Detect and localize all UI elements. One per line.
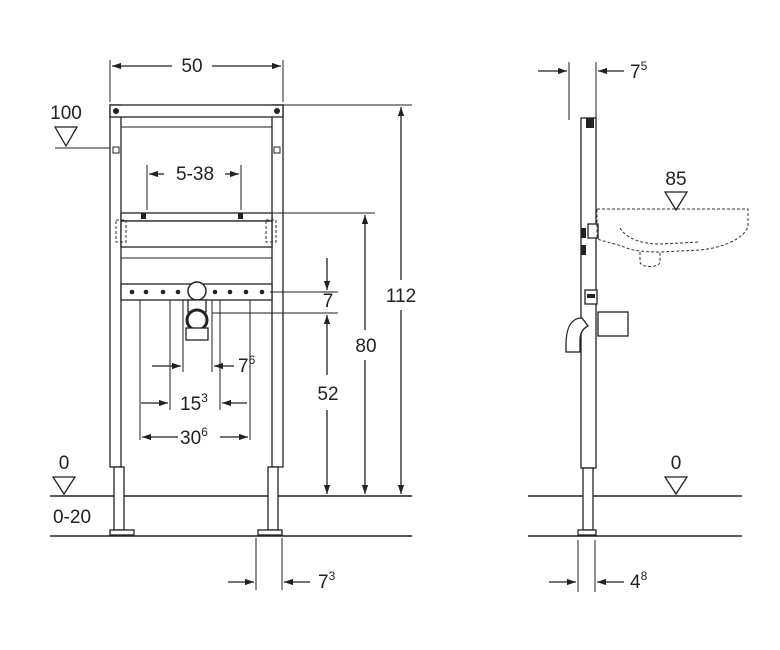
top-left-bolt [113, 108, 119, 114]
side-level-0-triangle [663, 476, 689, 496]
dim-foot-73: 73 [318, 569, 336, 593]
level-100-triangle [53, 126, 79, 148]
left-foot [113, 466, 125, 531]
dim-height-52: 52 [317, 384, 338, 405]
dim-spacing-153: 153 [180, 391, 208, 415]
front-level-0-label: 0 [59, 453, 70, 474]
left-bracket-slot [115, 219, 127, 243]
bracket-stud-left [141, 213, 146, 219]
basin-bowl [619, 227, 701, 245]
waste-connection-ring [187, 281, 207, 301]
front-level-0-triangle [51, 476, 77, 496]
top-rail [109, 104, 284, 118]
basin-bracket-plate [120, 220, 273, 248]
level-100-label: 100 [50, 103, 82, 124]
side-level-0-label: 0 [671, 453, 682, 474]
right-bracket-slot [265, 219, 277, 243]
level-85-label: 85 [665, 169, 686, 190]
left-post [109, 104, 122, 468]
dim-spacing-76: 76 [238, 353, 256, 377]
side-bracket-mid [587, 223, 599, 239]
dim-spacing-306: 306 [180, 425, 208, 449]
left-foot-plate [109, 529, 135, 536]
right-foot-plate [257, 529, 283, 536]
side-foot [582, 467, 594, 531]
dim-gap-7: 7 [323, 291, 334, 312]
right-foot [267, 466, 279, 531]
dim-width-50: 50 [181, 56, 202, 77]
basin-outline [596, 208, 749, 253]
basin-drain [639, 252, 661, 267]
dim-depth-75: 75 [630, 59, 648, 83]
siphon-trap [565, 317, 589, 353]
dim-height-80: 80 [355, 336, 376, 357]
waste-outlet [185, 308, 209, 332]
top-right-bolt [274, 108, 280, 114]
left-anchor-mark [112, 146, 120, 154]
waste-pipe-side [597, 311, 629, 337]
side-view: 75 85 0 48 [528, 59, 749, 593]
side-foot-plate [577, 529, 597, 536]
right-anchor-mark [273, 146, 281, 154]
front-view: 50 5-38 100 112 80 7 52 76 153 [50, 56, 416, 593]
side-bracket-lower [581, 245, 586, 255]
dim-foot-48: 48 [630, 569, 648, 593]
side-connection-mark [587, 294, 595, 298]
level-85-triangle [663, 191, 689, 212]
connection-plate-holes [129, 289, 265, 295]
bracket-stud-right [238, 213, 243, 219]
side-post-top-cap [586, 118, 594, 128]
floor-range-0-20: 0-20 [53, 507, 91, 528]
dim-bracket-5-38: 5-38 [176, 164, 214, 185]
side-bracket-upper [581, 228, 586, 238]
dim-height-112: 112 [386, 286, 416, 307]
waste-outlet-body [185, 327, 209, 341]
right-post [271, 104, 284, 468]
